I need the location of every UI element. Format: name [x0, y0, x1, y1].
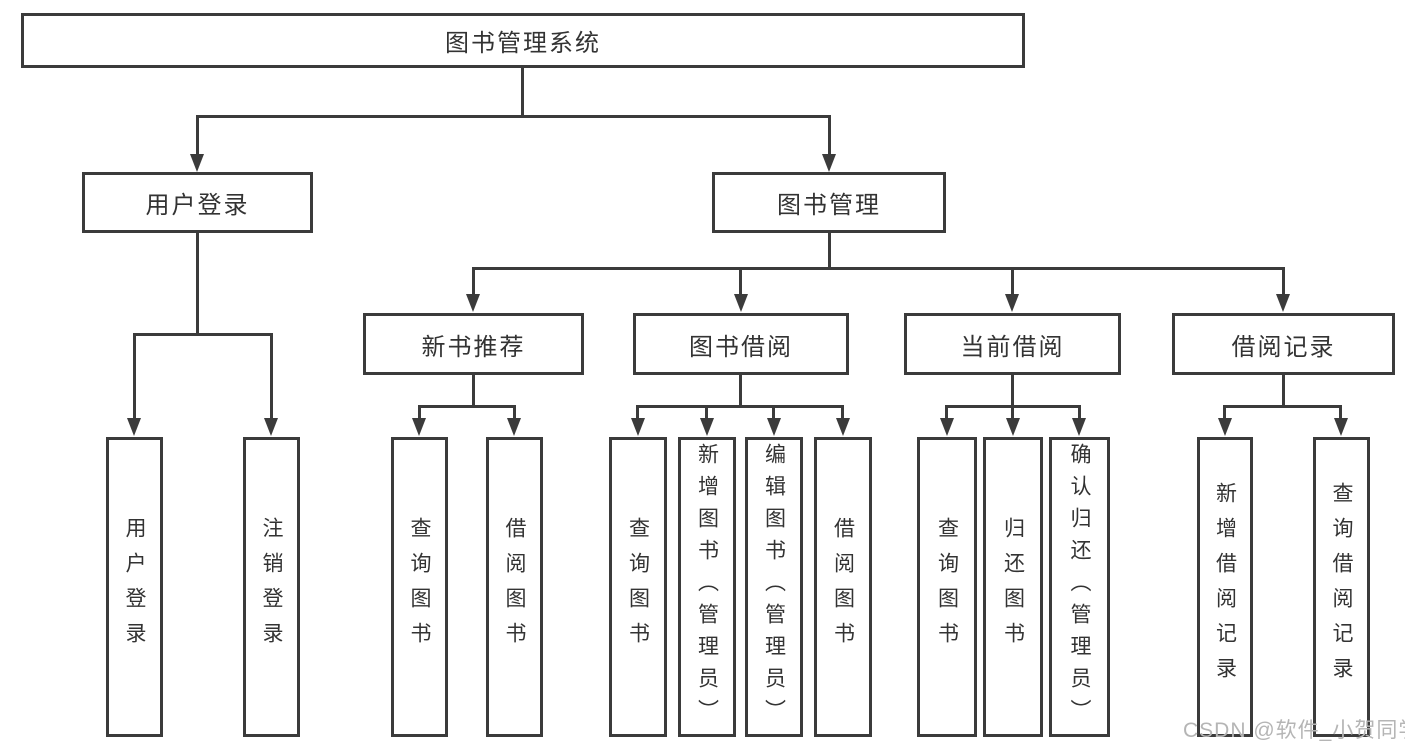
node-book-borrowing: 图书借阅 — [633, 313, 849, 375]
connector-line — [636, 405, 639, 421]
connector-line — [1282, 375, 1285, 408]
arrow-down-icon — [264, 418, 278, 436]
leaf-label: 借阅图书 — [831, 517, 855, 657]
arrow-down-icon — [507, 418, 521, 436]
node-label: 图书管理 — [777, 192, 881, 219]
node-label: 图书借阅 — [689, 333, 793, 361]
arrow-down-icon — [1072, 418, 1086, 436]
connector-line — [772, 405, 775, 421]
leaf-label: 借阅图书 — [503, 517, 526, 657]
leaf-label: 查询借阅记录 — [1330, 482, 1353, 692]
leaf-label: 新增图书（管理员） — [695, 443, 719, 731]
leaf-query-books-recommend: 查询图书 — [391, 437, 448, 737]
connector-line — [513, 405, 516, 421]
leaf-add-book-admin: 新增图书（管理员） — [678, 437, 736, 737]
arrow-down-icon — [822, 154, 836, 172]
leaf-label: 新增借阅记录 — [1213, 482, 1237, 692]
leaf-label: 注销登录 — [260, 517, 283, 657]
node-borrowing-records: 借阅记录 — [1172, 313, 1395, 375]
connector-line — [196, 115, 199, 155]
connector-line — [133, 333, 136, 420]
leaf-label: 编辑图书（管理员） — [762, 443, 786, 731]
leaf-edit-book-admin: 编辑图书（管理员） — [745, 437, 803, 737]
connector-line — [1223, 405, 1342, 408]
connector-line — [1339, 405, 1342, 421]
leaf-label: 归还图书 — [1001, 517, 1025, 657]
connector-line — [418, 405, 421, 421]
node-book-management: 图书管理 — [712, 172, 946, 233]
arrow-down-icon — [767, 418, 781, 436]
connector-line — [1282, 267, 1285, 295]
arrow-down-icon — [412, 418, 426, 436]
node-label: 用户登录 — [145, 192, 250, 219]
connector-line — [133, 333, 273, 336]
arrow-down-icon — [836, 418, 850, 436]
connector-line — [472, 267, 1285, 270]
arrow-down-icon — [466, 294, 480, 312]
leaf-confirm-return-admin: 确认归还（管理员） — [1049, 437, 1110, 737]
connector-line — [828, 233, 831, 270]
node-new-book-recommendation: 新书推荐 — [363, 313, 584, 375]
leaf-label: 确认归还（管理员） — [1068, 443, 1091, 731]
arrow-down-icon — [1006, 418, 1020, 436]
arrow-down-icon — [1005, 294, 1019, 312]
connector-line — [1223, 405, 1226, 421]
arrow-down-icon — [190, 154, 204, 172]
leaf-label: 查询图书 — [935, 517, 959, 657]
connector-line — [196, 115, 831, 118]
leaf-user-login: 用户登录 — [106, 437, 163, 737]
leaf-query-books-current: 查询图书 — [917, 437, 977, 737]
connector-line — [472, 267, 475, 295]
leaf-query-borrow-record: 查询借阅记录 — [1313, 437, 1370, 737]
connector-line — [1011, 405, 1014, 421]
leaf-return-book: 归还图书 — [983, 437, 1043, 737]
leaf-borrow-books-recommend: 借阅图书 — [486, 437, 543, 737]
connector-line — [705, 405, 708, 421]
arrow-down-icon — [1218, 418, 1232, 436]
connector-line — [1011, 267, 1014, 295]
leaf-query-books-borrowing: 查询图书 — [609, 437, 667, 737]
leaf-label: 查询图书 — [408, 517, 431, 657]
leaf-logout: 注销登录 — [243, 437, 300, 737]
connector-line — [739, 267, 742, 295]
arrow-down-icon — [127, 418, 141, 436]
connector-line — [196, 233, 199, 335]
arrow-down-icon — [940, 418, 954, 436]
connector-line — [270, 333, 273, 420]
node-library-management-system: 图书管理系统 — [21, 13, 1025, 68]
connector-line — [418, 405, 516, 408]
connector-line — [945, 405, 948, 421]
connector-line — [1078, 405, 1081, 421]
connector-line — [636, 405, 844, 408]
arrow-down-icon — [734, 294, 748, 312]
connector-line — [841, 405, 844, 421]
leaf-label: 用户登录 — [123, 517, 146, 657]
node-label: 当前借阅 — [960, 333, 1065, 361]
connector-line — [521, 68, 524, 118]
connector-line — [1011, 375, 1014, 408]
arrow-down-icon — [700, 418, 714, 436]
leaf-borrow-books-borrowing: 借阅图书 — [814, 437, 872, 737]
node-label: 借阅记录 — [1231, 333, 1336, 361]
leaf-add-borrow-record: 新增借阅记录 — [1197, 437, 1253, 737]
arrow-down-icon — [631, 418, 645, 436]
watermark-text: CSDN @软件_小贺同学 — [1183, 719, 1405, 742]
connector-line — [472, 375, 475, 408]
connector-line — [828, 115, 831, 155]
connector-line — [739, 375, 742, 408]
node-label: 图书管理系统 — [445, 30, 601, 57]
arrow-down-icon — [1276, 294, 1290, 312]
node-label: 新书推荐 — [421, 333, 526, 361]
leaf-label: 查询图书 — [626, 517, 650, 657]
node-current-borrowing: 当前借阅 — [904, 313, 1121, 375]
arrow-down-icon — [1334, 418, 1348, 436]
node-user-login: 用户登录 — [82, 172, 313, 233]
